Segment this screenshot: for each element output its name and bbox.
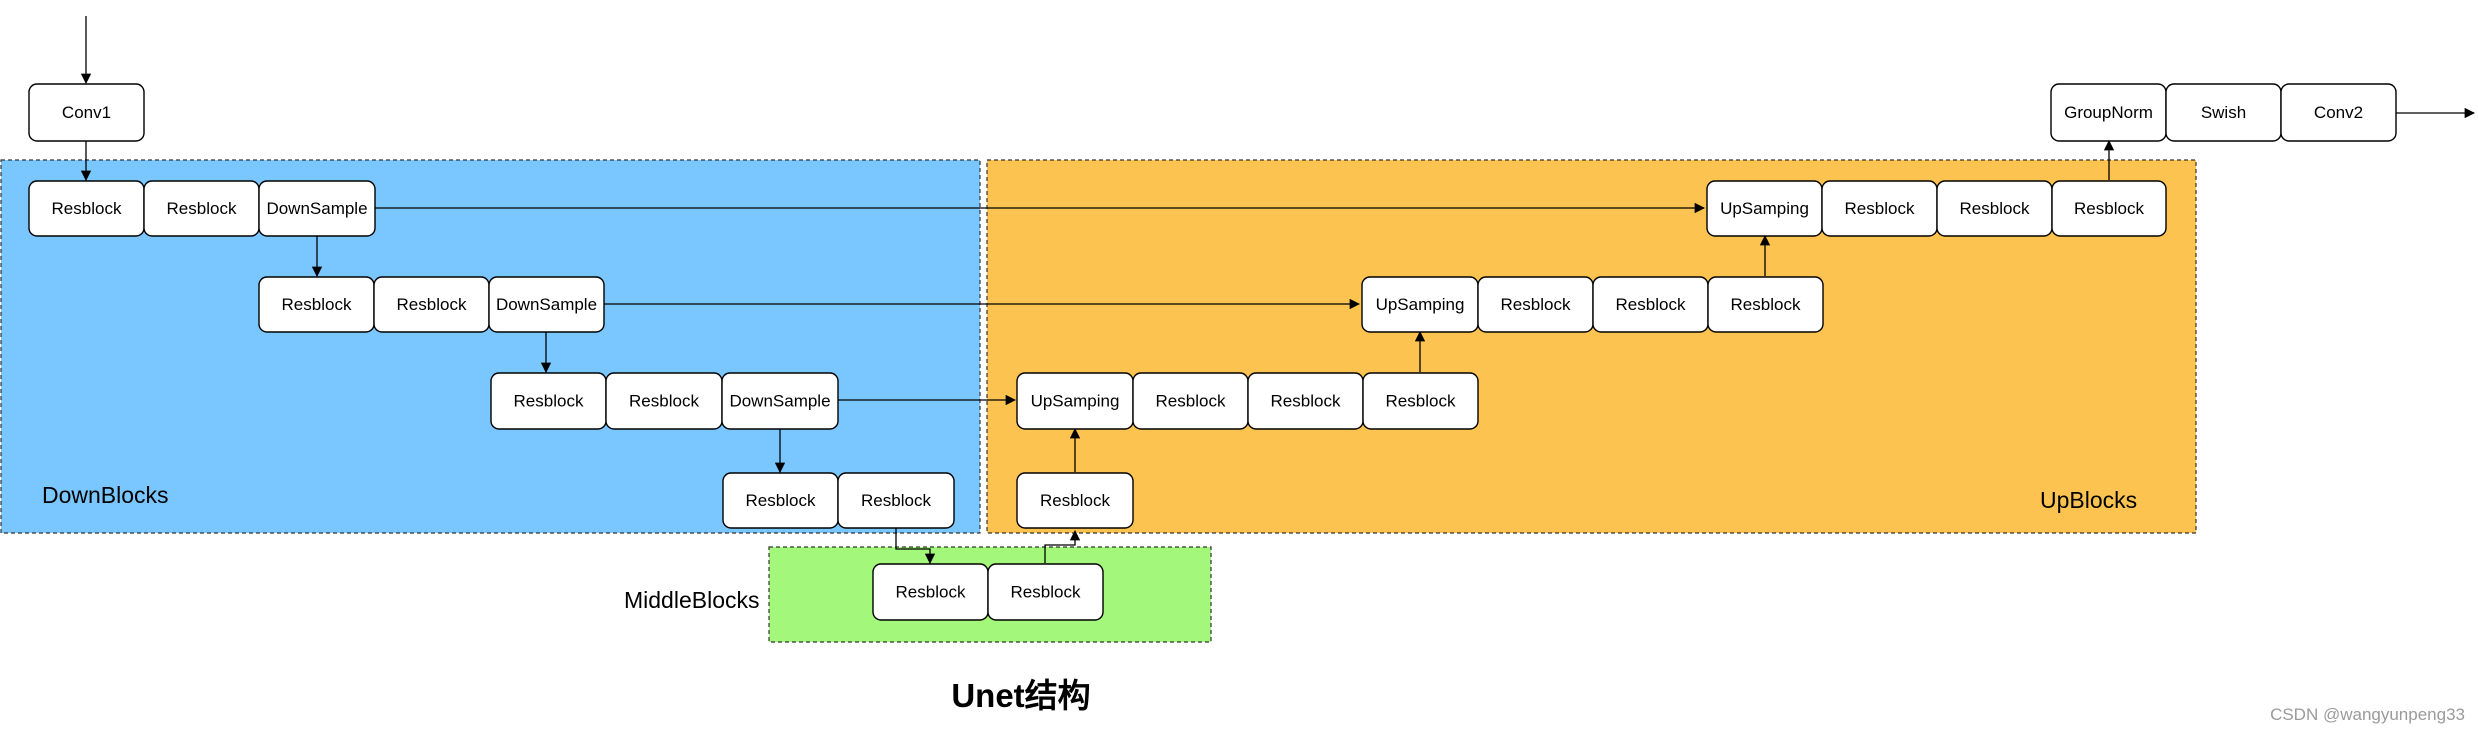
- block-label: Resblock: [629, 392, 699, 411]
- block-label: Resblock: [896, 583, 966, 602]
- conv1-block: Conv1: [28, 83, 145, 142]
- up2-resblock-2: Resblock: [1592, 276, 1709, 333]
- down3-downsample: DownSample: [721, 372, 839, 430]
- up2-resblock-1: Resblock: [1477, 276, 1594, 333]
- block-label: GroupNorm: [2064, 103, 2153, 122]
- block-label: UpSamping: [1376, 295, 1465, 314]
- up1-resblock-1: Resblock: [1132, 372, 1249, 430]
- middle-resblock-1: Resblock: [872, 563, 989, 621]
- block-label: Resblock: [1960, 199, 2030, 218]
- up3-resblock-1: Resblock: [1821, 180, 1938, 237]
- down4-resblock-2: Resblock: [837, 472, 955, 529]
- down1-downsample: DownSample: [258, 180, 376, 237]
- up1-resblock-3: Resblock: [1362, 372, 1479, 430]
- down3-resblock-1: Resblock: [490, 372, 607, 430]
- block-label: Resblock: [1156, 392, 1226, 411]
- block-label: Resblock: [1011, 583, 1081, 602]
- block-label: Conv1: [62, 103, 111, 122]
- block-label: Swish: [2201, 103, 2246, 122]
- block-label: Conv2: [2314, 103, 2363, 122]
- middleblocks-label: MiddleBlocks: [624, 587, 760, 613]
- watermark: CSDN @wangyunpeng33: [2270, 705, 2465, 724]
- block-label: Resblock: [1501, 295, 1571, 314]
- middle-to-up0-arrow: [1044, 529, 1081, 563]
- block-label: Resblock: [1386, 392, 1456, 411]
- block-label: Resblock: [397, 295, 467, 314]
- up2-resblock-3: Resblock: [1707, 276, 1824, 333]
- up0-resblock: Resblock: [1016, 472, 1134, 529]
- conv2-block: Conv2: [2280, 83, 2397, 142]
- block-label: DownSample: [496, 295, 597, 314]
- up2-upsampling: UpSamping: [1361, 276, 1479, 333]
- block-label: Resblock: [52, 199, 122, 218]
- up1-resblock-2: Resblock: [1247, 372, 1364, 430]
- block-label: Resblock: [746, 491, 816, 510]
- up3-resblock-3: Resblock: [2051, 180, 2167, 237]
- middle-resblock-2: Resblock: [987, 563, 1104, 621]
- down1-resblock-1: Resblock: [28, 180, 145, 237]
- block-label: Resblock: [2074, 199, 2144, 218]
- block-label: Resblock: [514, 392, 584, 411]
- block-label: UpSamping: [1720, 199, 1809, 218]
- down2-resblock-1: Resblock: [258, 276, 375, 333]
- upblocks-label: UpBlocks: [2040, 487, 2137, 513]
- block-label: DownSample: [729, 392, 830, 411]
- down4-to-middle-arrow: [895, 528, 936, 565]
- connectors: [80, 16, 2476, 565]
- block-label: UpSamping: [1031, 392, 1120, 411]
- block-label: Resblock: [1616, 295, 1686, 314]
- up1-upsampling: UpSamping: [1016, 372, 1134, 430]
- block-label: Resblock: [1040, 491, 1110, 510]
- down2-resblock-2: Resblock: [373, 276, 490, 333]
- block-label: Resblock: [1845, 199, 1915, 218]
- down4-resblock-1: Resblock: [722, 472, 839, 529]
- block-label: Resblock: [167, 199, 237, 218]
- up3-resblock-2: Resblock: [1936, 180, 2053, 237]
- block-label: DownSample: [266, 199, 367, 218]
- block-label: Resblock: [1271, 392, 1341, 411]
- up3-upsampling: UpSamping: [1706, 180, 1823, 237]
- downblocks-label: DownBlocks: [42, 482, 169, 508]
- down2-downsample: DownSample: [488, 276, 605, 333]
- swish-block: Swish: [2165, 83, 2282, 142]
- down1-resblock-2: Resblock: [143, 180, 260, 237]
- block-label: Resblock: [861, 491, 931, 510]
- diagram-title: Unet结构: [951, 677, 1090, 714]
- block-label: Resblock: [282, 295, 352, 314]
- down3-resblock-2: Resblock: [605, 372, 723, 430]
- block-label: Resblock: [1731, 295, 1801, 314]
- groupnorm-block: GroupNorm: [2050, 83, 2167, 142]
